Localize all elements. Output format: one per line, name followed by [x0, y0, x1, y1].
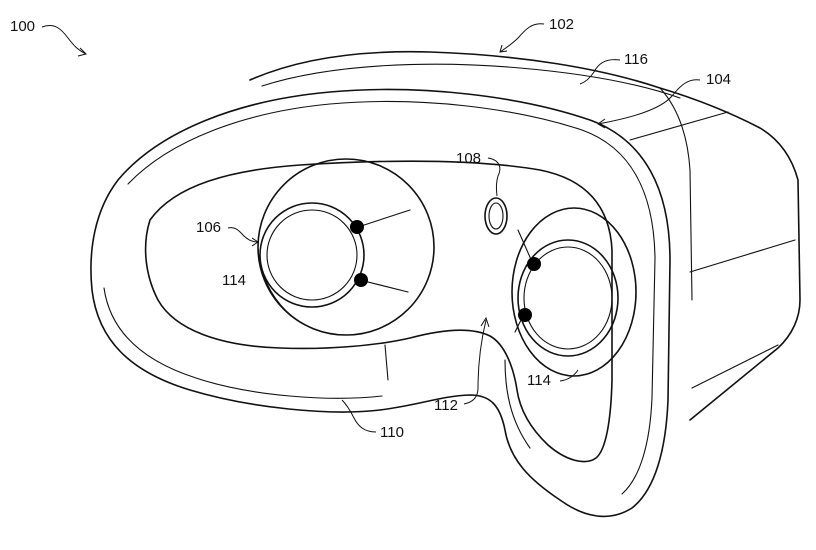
left-optical-assembly	[258, 159, 434, 335]
label-100: 100	[10, 18, 35, 35]
label-106: 106	[196, 219, 221, 236]
face-cushion	[91, 90, 670, 517]
left-eye-sensor-upper	[350, 220, 364, 234]
center-sensor	[485, 198, 507, 234]
label-108: 108	[456, 150, 481, 167]
label-112: 112	[434, 397, 458, 414]
right-eye-sensor-lower	[518, 308, 532, 322]
label-110: 110	[380, 424, 404, 441]
label-104: 104	[706, 71, 731, 88]
right-eye-sensor-upper	[527, 257, 541, 271]
label-114-right: 114	[527, 372, 551, 389]
label-114-left: 114	[222, 272, 246, 289]
label-116: 116	[624, 51, 648, 68]
housing-body	[250, 52, 800, 420]
label-102: 102	[549, 16, 574, 33]
left-eye-sensor-lower	[354, 273, 368, 287]
reference-labels: 100 102 116 104 108 106 114 112 114 110	[10, 16, 731, 441]
right-optical-assembly	[512, 208, 636, 376]
